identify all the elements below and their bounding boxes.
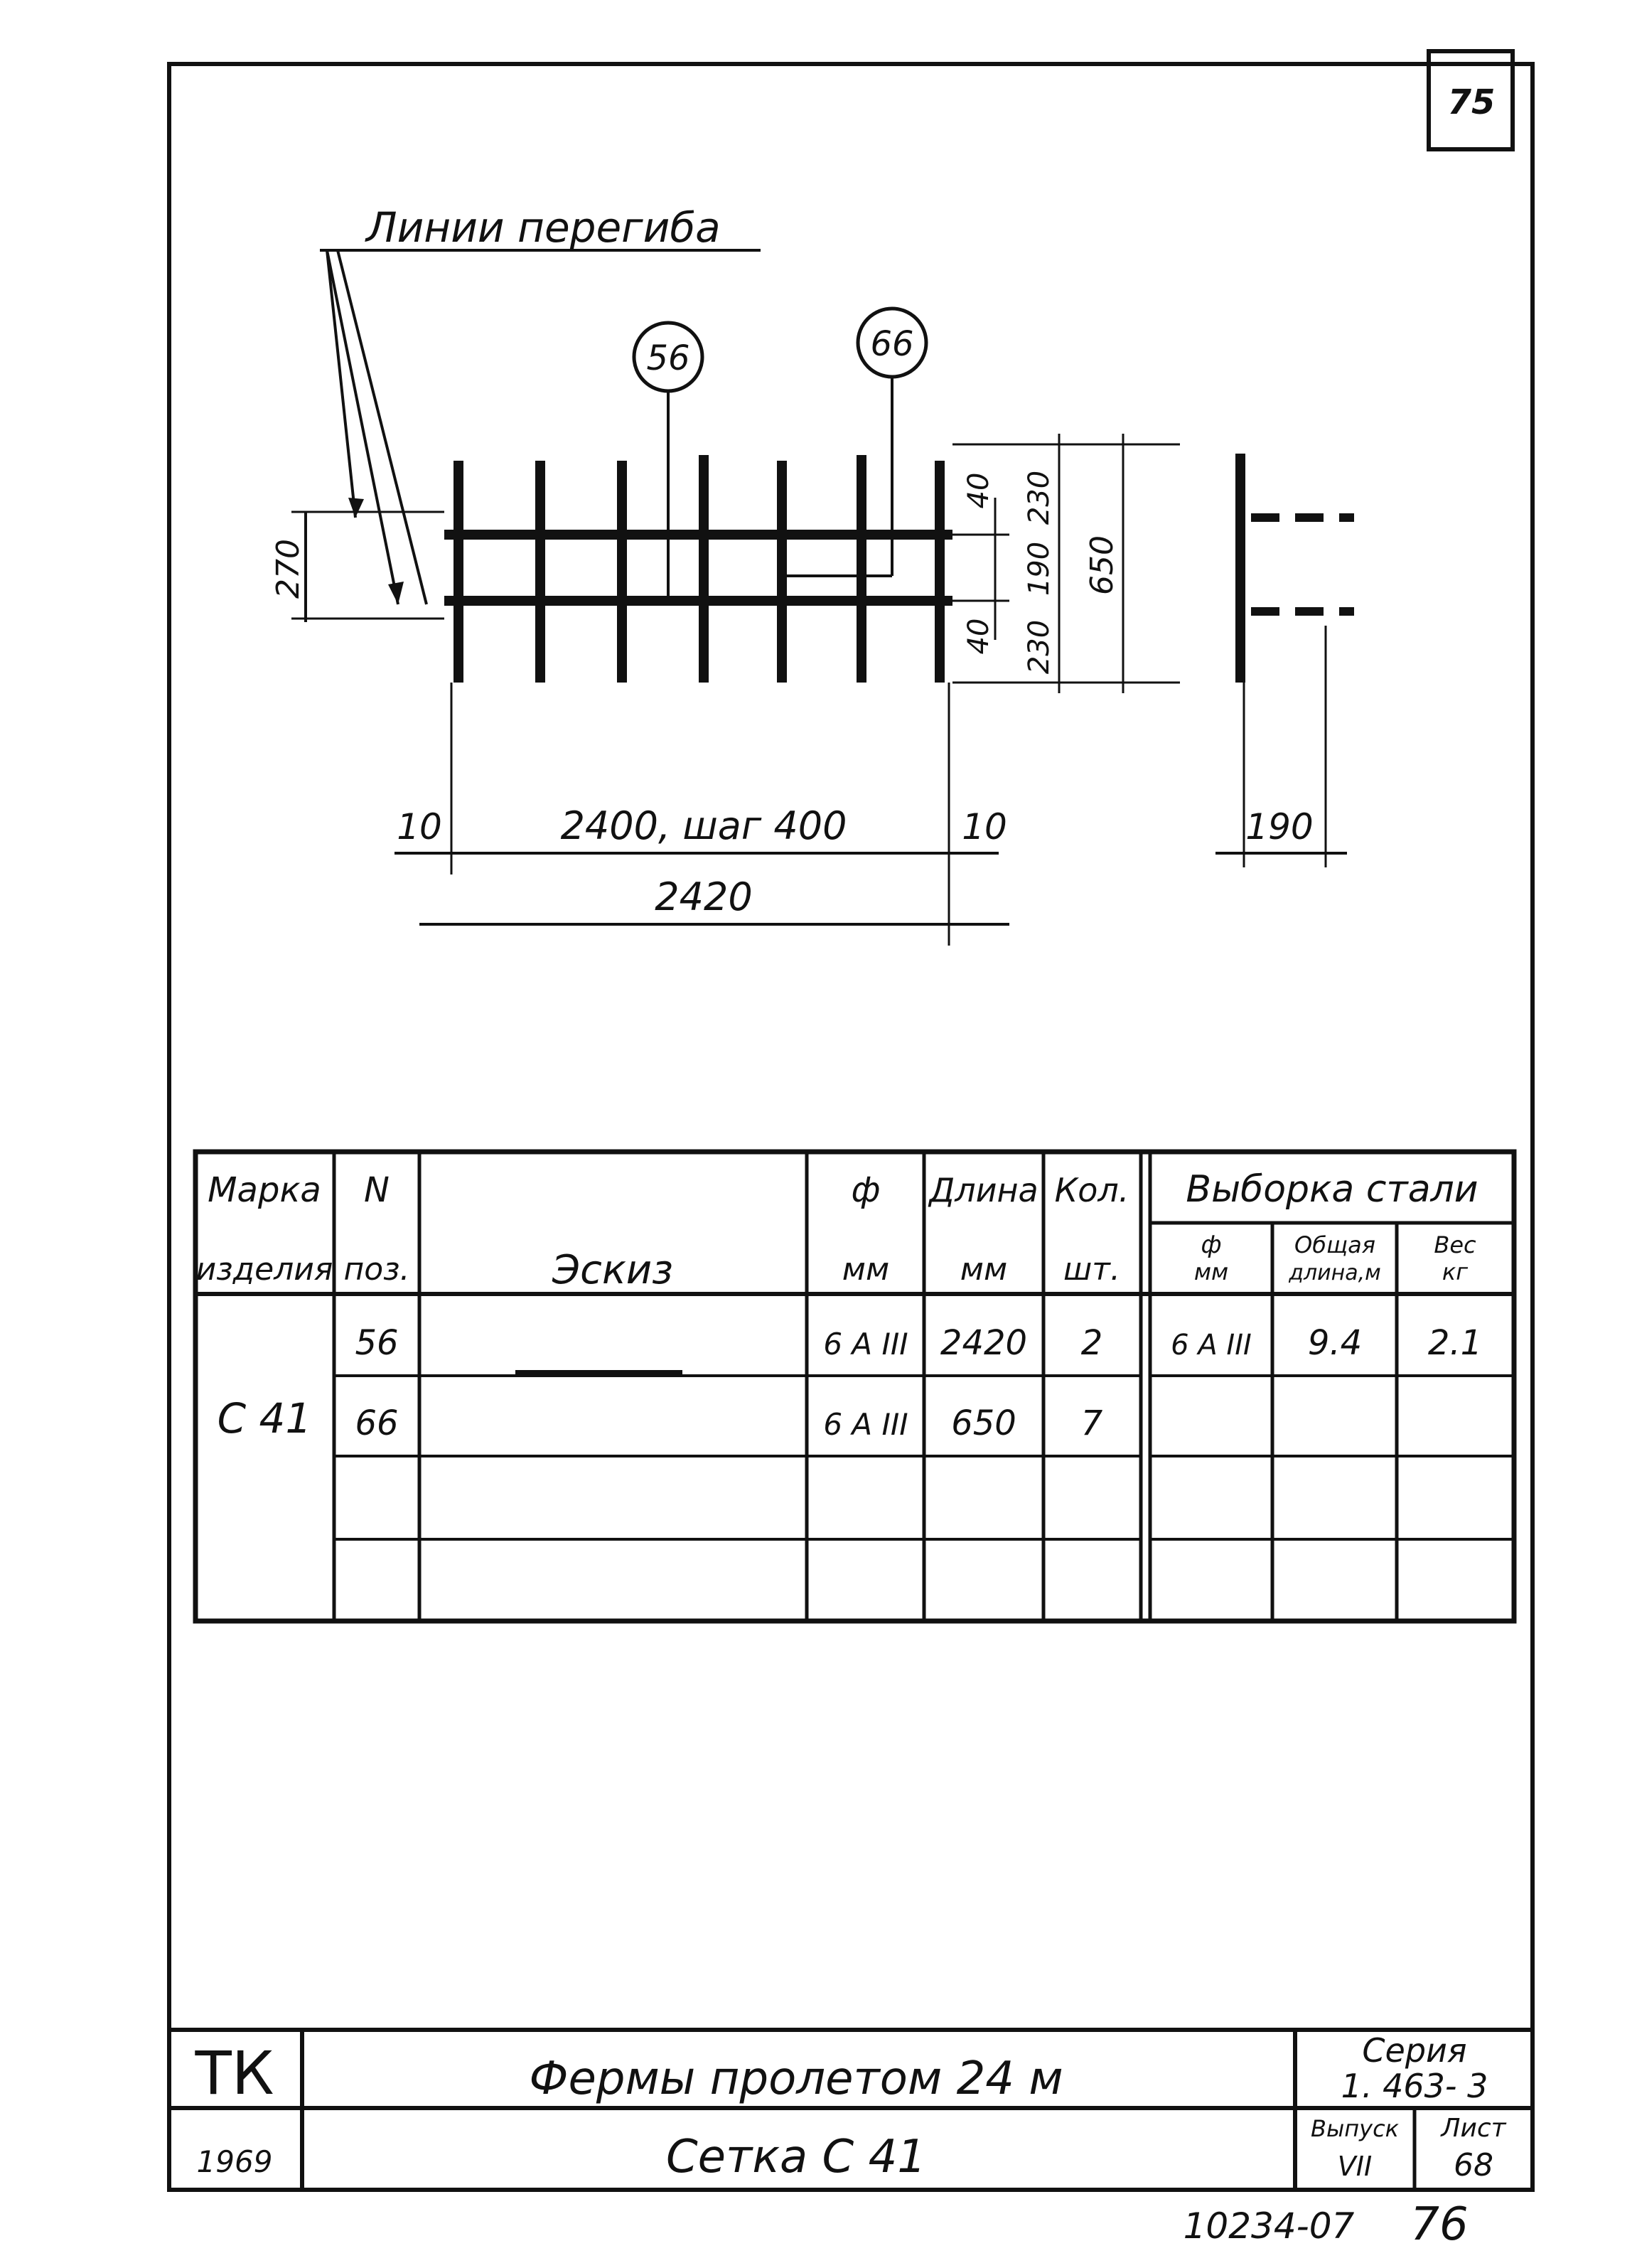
- hdr-mark-2: изделия: [196, 1251, 333, 1288]
- hdr-sketch: Эскиз: [552, 1247, 673, 1293]
- cell-steel-dia: 6 А III: [1171, 1329, 1252, 1362]
- bend-arrow-1: [348, 498, 364, 518]
- mesh-drawing: Линии перегиба 56 66 270: [270, 203, 1354, 946]
- cell-mark: С 41: [218, 1394, 312, 1443]
- hdr-dia-1: ф: [851, 1170, 880, 1210]
- dim-span-step: 2400, шаг 400: [561, 803, 847, 848]
- dim-left-height: 270: [270, 539, 306, 599]
- year: 1969: [197, 2144, 273, 2179]
- table-row: 56 6 А III 2420 2: [355, 1323, 1102, 1363]
- hdr-steel-dia-1: ф: [1201, 1231, 1221, 1259]
- callout-56: 56: [646, 338, 689, 378]
- bend-lines-label: Линии перегиба: [365, 203, 721, 252]
- dim-edge-right: 10: [962, 806, 1007, 847]
- bend-arrow-2: [388, 582, 404, 604]
- callout-66: 66: [870, 324, 913, 364]
- dim-total-height: 650: [1084, 535, 1120, 595]
- cell-qty: 2: [1081, 1323, 1103, 1363]
- dim-bottom-offset: 40: [962, 619, 995, 655]
- corner-number-box: [1427, 49, 1515, 151]
- dim-seg-mid: 190: [1023, 542, 1056, 596]
- cell-dia: 6 А III: [823, 1407, 908, 1442]
- cell-steel-length: 9.4: [1308, 1323, 1362, 1363]
- hdr-length-1: Длина: [928, 1171, 1038, 1209]
- cell-length: 650: [951, 1403, 1016, 1443]
- bend-leader-1: [326, 250, 357, 518]
- cell-pos: 56: [355, 1323, 398, 1363]
- issue-value: VII: [1338, 2151, 1372, 2182]
- dim-seg-bottom: 230: [1023, 620, 1056, 674]
- hdr-steel-len-2: длина,м: [1288, 1261, 1381, 1285]
- corner-number: 75: [1448, 82, 1496, 122]
- issue-label: Выпуск: [1311, 2115, 1400, 2142]
- page-number: 76: [1410, 2198, 1468, 2251]
- hdr-qty-1: Кол.: [1055, 1171, 1129, 1209]
- dim-side-width: 190: [1245, 806, 1313, 847]
- hdr-pos-1: N: [364, 1170, 390, 1210]
- drawing-subtitle: Сетка С 41: [666, 2131, 926, 2183]
- hdr-qty-2: шт.: [1063, 1251, 1120, 1288]
- cell-pos: 66: [355, 1403, 398, 1443]
- cell-steel-weight: 2.1: [1428, 1323, 1482, 1363]
- drawing-title: Фермы пролетом 24 м: [529, 2053, 1063, 2105]
- dim-total-length: 2420: [655, 874, 752, 919]
- hdr-steel-wt-2: кг: [1442, 1258, 1468, 1285]
- hdr-steel-wt-1: Вес: [1434, 1231, 1476, 1258]
- dim-edge-left: 10: [397, 806, 442, 847]
- dim-seg-top: 230: [1023, 471, 1056, 525]
- org-code: ТК: [195, 2038, 274, 2108]
- cell-length: 2420: [940, 1323, 1027, 1363]
- series-value: 1. 463- 3: [1341, 2067, 1488, 2105]
- dim-top-offset: 40: [962, 473, 995, 509]
- sheet-frame: [167, 62, 1535, 2192]
- bend-leader-2: [326, 250, 399, 605]
- hdr-pos-2: поз.: [343, 1251, 409, 1288]
- cell-qty: 7: [1081, 1403, 1103, 1443]
- table-row: 66 6 А III 650 7: [355, 1403, 1102, 1443]
- hdr-length-2: мм: [960, 1251, 1007, 1288]
- doc-number: 10234-07: [1184, 2205, 1355, 2247]
- table-frame: [193, 1149, 1517, 1624]
- series-label: Серия: [1362, 2031, 1466, 2070]
- hdr-dia-2: мм: [842, 1251, 889, 1288]
- hdr-steel: Выборка стали: [1186, 1168, 1478, 1211]
- sheet-value: 68: [1454, 2147, 1493, 2183]
- hdr-steel-len-1: Общая: [1294, 1231, 1375, 1258]
- hdr-steel-dia-2: мм: [1194, 1258, 1228, 1285]
- hdr-mark-1: Марка: [208, 1170, 321, 1210]
- sheet-label: Лист: [1439, 2114, 1506, 2143]
- cell-dia: 6 А III: [823, 1327, 908, 1362]
- specification-table: Марка изделия N поз. Эскиз ф мм Длина мм…: [193, 1149, 1517, 1624]
- title-block: ТК 1969 Фермы пролетом 24 м Сетка С 41 С…: [169, 2028, 1533, 2190]
- bend-leader-3: [336, 250, 428, 605]
